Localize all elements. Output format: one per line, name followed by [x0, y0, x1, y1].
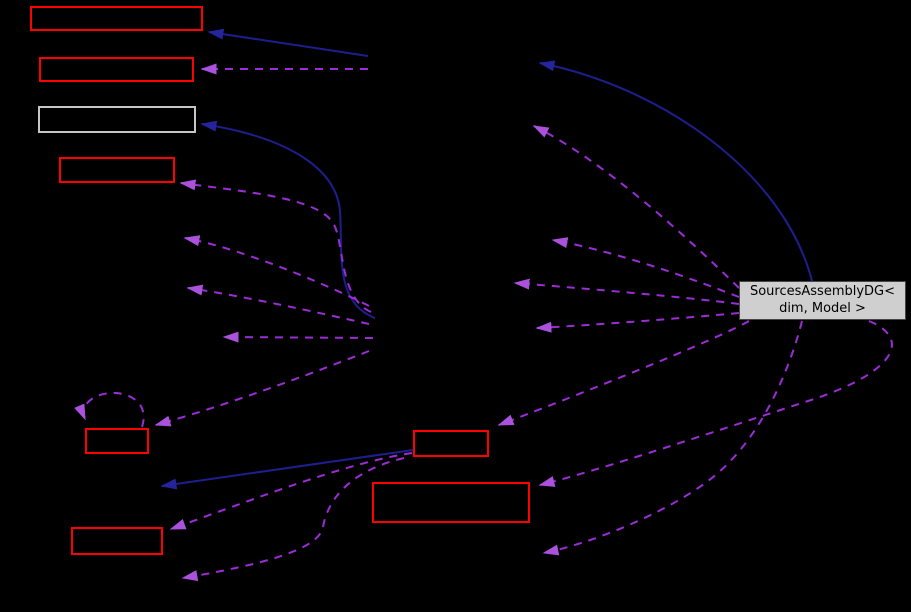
edge-main-to-mid-center	[497, 320, 750, 426]
edge-main-to-bottom-center	[538, 320, 893, 487]
edge-purple-to-self-loop-node	[154, 350, 370, 427]
edge-self-loop	[74, 391, 145, 428]
node-top-4[interactable]	[59, 157, 175, 183]
edge-main-fan-4	[535, 312, 740, 333]
edge-purple-to-hidden-2	[186, 284, 370, 325]
main-node-label-line2: dim, Model >	[779, 300, 866, 316]
node-mid-center[interactable]	[413, 430, 489, 457]
node-top-2[interactable]	[39, 57, 194, 82]
edge-main-fan-3	[513, 278, 740, 305]
edge-blue-main-to-hidden-top	[538, 60, 813, 282]
edge-blue-to-top-1	[207, 28, 369, 57]
edge-main-to-hidden-4	[542, 320, 803, 556]
node-bottom-center[interactable]	[372, 482, 530, 523]
edge-main-fan-2	[551, 237, 740, 298]
edge-blue-center-to-top-3	[200, 120, 376, 319]
edge-main-fan-1	[532, 125, 740, 289]
node-bottom-left[interactable]	[71, 527, 163, 555]
edge-purple-to-hidden-1	[183, 235, 370, 307]
node-top-1[interactable]	[30, 6, 203, 31]
edge-blue-center-to-hidden	[160, 449, 414, 490]
edge-purple-to-top-4	[179, 179, 372, 313]
edge-purple-to-hidden-3	[222, 331, 374, 343]
main-node-label-line1: SourcesAssemblyDG<	[749, 283, 896, 299]
node-main[interactable]: SourcesAssemblyDG<dim, Model >	[739, 281, 906, 320]
node-self-loop[interactable]	[85, 428, 149, 454]
node-top-3[interactable]	[38, 106, 196, 133]
edge-center-to-hidden-5	[181, 457, 405, 582]
